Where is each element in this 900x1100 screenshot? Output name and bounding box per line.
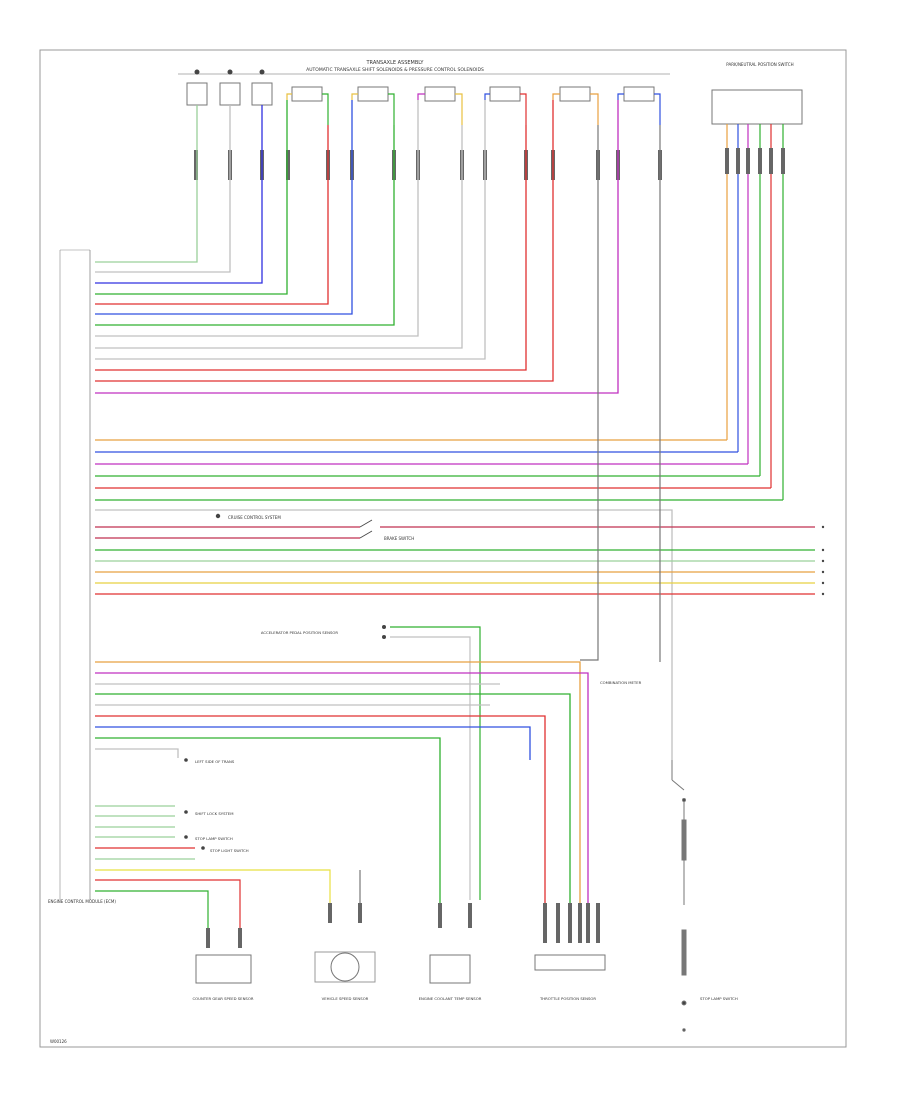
solenoid-1	[291, 86, 323, 102]
selector-switch-label: PARK/NEUTRAL POSITION SWITCH	[726, 62, 793, 67]
left-shown-marker	[184, 758, 188, 762]
component-3: ENGINE COOLANT TEMP SENSOR	[419, 954, 482, 1001]
long-vertical-wires	[580, 125, 661, 662]
connector-marks-bottom	[206, 903, 600, 948]
component-5-label: STOP LAMP SWITCH	[700, 996, 738, 1001]
top-switch-2	[219, 69, 241, 106]
pedal-wires	[390, 626, 481, 900]
ecm-left-column	[59, 249, 91, 900]
shift-lock-wires	[95, 805, 361, 930]
footer-code: W00126	[50, 1039, 67, 1044]
stop-lamp-label: STOP LAMP SWITCH	[195, 836, 233, 841]
comb-label: COMBINATION METER	[600, 680, 642, 685]
shift-lock-label: SHIFT LOCK SYSTEM	[195, 811, 233, 816]
solenoid-6	[623, 86, 655, 102]
solenoid-3	[424, 86, 456, 102]
solenoid-2	[357, 86, 389, 102]
mid-wire-group	[95, 439, 783, 760]
right-edge-arrows	[821, 525, 825, 596]
lower-wire-group	[95, 661, 589, 905]
solenoid-loops	[286, 93, 661, 125]
module-label: ENGINE CONTROL MODULE (ECM)	[48, 899, 116, 904]
cruise-wires	[95, 526, 815, 595]
solenoid-4	[489, 86, 521, 102]
shift-lock-markers	[184, 810, 205, 850]
cruise-label: CRUISE CONTROL SYSTEM	[228, 515, 281, 520]
pedal-label: ACCELERATOR PEDAL POSITION SENSOR	[261, 630, 338, 635]
connector-marks-top	[194, 148, 785, 180]
solenoid-5	[559, 86, 591, 102]
component-1-label: COUNTER GEAR SPEED SENSOR	[193, 996, 254, 1001]
diagram-frame	[39, 49, 847, 1048]
component-3-label: ENGINE COOLANT TEMP SENSOR	[419, 996, 482, 1001]
component-4: THROTTLE POSITION SENSOR	[534, 954, 606, 1001]
component-2-label: VEHICLE SPEED SENSOR	[322, 996, 369, 1001]
top-switch-1	[186, 69, 208, 106]
selector-switch-wires	[726, 124, 784, 500]
top-wire-group	[95, 100, 619, 394]
brake-label: BRAKE SWITCH	[384, 536, 414, 541]
header-subtitle: AUTOMATIC TRANSAXLE SHIFT SOLENOIDS & PR…	[306, 67, 484, 73]
component-2: VEHICLE SPEED SENSOR	[314, 951, 376, 1001]
component-4-label: THROTTLE POSITION SENSOR	[539, 996, 596, 1001]
left-shown-label: LEFT SIDE OF TRANS	[195, 759, 235, 764]
header-title: TRANSAXLE ASSEMBLY	[366, 60, 425, 66]
brake-switch-symbol	[215, 513, 373, 539]
pedal-switch: ACCELERATOR PEDAL POSITION SENSOR	[261, 625, 386, 639]
stop-switch-label: STOP LIGHT SWITCH	[210, 848, 249, 853]
component-1: COUNTER GEAR SPEED SENSOR	[193, 954, 254, 1001]
top-switch-3	[251, 69, 273, 106]
right-stop-switch	[671, 760, 687, 1032]
selector-switch: PARK/NEUTRAL POSITION SWITCH	[711, 62, 803, 125]
